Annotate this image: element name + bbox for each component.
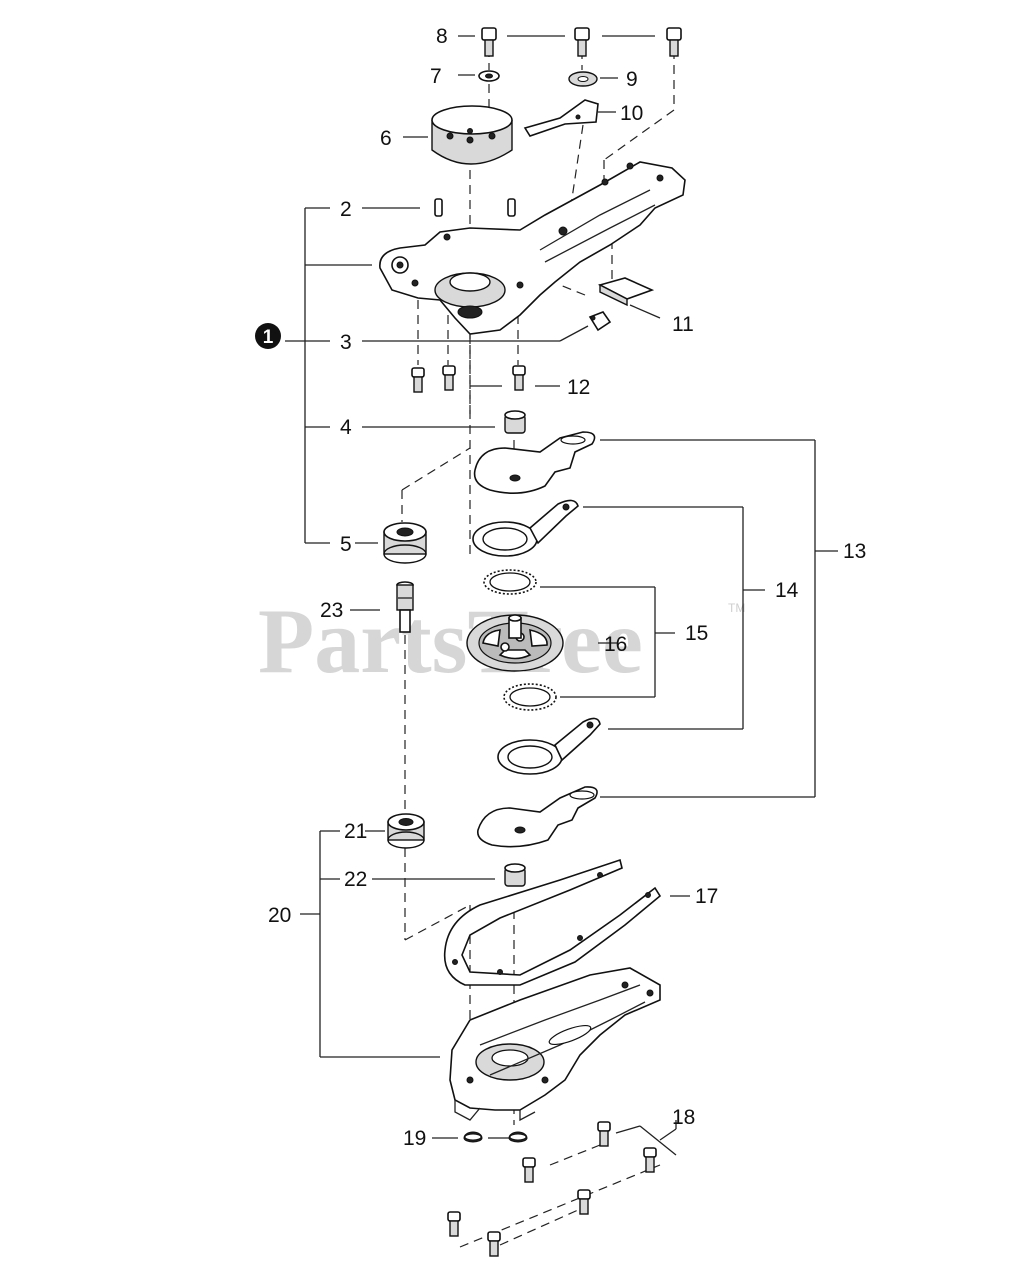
callout-1: 1	[255, 323, 281, 349]
guide-plate-upper-part-13[interactable]	[473, 431, 596, 494]
screw-part-18[interactable]	[447, 1121, 657, 1257]
gear-case-upper[interactable]	[379, 161, 686, 335]
callout-20: 20	[268, 904, 291, 927]
plug-part-19[interactable]	[463, 1131, 528, 1143]
needle-bearing-part-4[interactable]	[504, 410, 526, 434]
assembly-13-bracket	[600, 439, 838, 798]
plate-part-10[interactable]	[523, 99, 599, 137]
roller-cage-lower-part-15[interactable]	[503, 683, 557, 711]
callout-19: 19	[403, 1127, 426, 1150]
callout-3: 3	[340, 331, 352, 354]
grease-fitting-part-3[interactable]	[588, 311, 612, 332]
callout-2: 2	[340, 198, 352, 221]
callout-13: 13	[843, 540, 866, 563]
roller-cage-upper-part-15[interactable]	[483, 569, 537, 595]
guide-plate-lower-part-13[interactable]	[476, 786, 598, 848]
clutch-drum-part-6[interactable]	[431, 105, 513, 165]
screw-part-12[interactable]	[411, 365, 526, 393]
callout-17: 17	[695, 885, 718, 908]
callout-16: 16	[604, 633, 627, 656]
assembly-18-bracket	[615, 1120, 677, 1156]
gasket-part-17[interactable]	[443, 858, 662, 986]
callout-9: 9	[626, 68, 638, 91]
ball-bearing-part-21[interactable]	[387, 813, 425, 849]
needle-bearing-part-22[interactable]	[504, 863, 526, 887]
callout-14: 14	[775, 579, 799, 602]
gear-plate-part-16[interactable]	[466, 614, 564, 672]
bolt-part-8[interactable]	[481, 27, 682, 57]
pin-part-2[interactable]	[434, 198, 516, 217]
assembly-15-bracket	[540, 586, 675, 698]
link-ring-lower-part-14[interactable]	[497, 717, 601, 775]
assembly-1-bracket	[285, 207, 372, 544]
link-ring-upper-part-14[interactable]	[472, 499, 579, 557]
callout-23: 23	[320, 599, 343, 622]
callout-7: 7	[430, 65, 442, 88]
callout-4: 4	[340, 416, 352, 439]
leader-lines	[350, 35, 690, 1139]
callout-21: 21	[344, 820, 367, 843]
callout-5: 5	[340, 533, 352, 556]
callout-1-label: 1	[263, 327, 274, 348]
washer-part-9[interactable]	[568, 71, 598, 87]
gear-case-lower[interactable]	[449, 967, 661, 1122]
pad-part-11[interactable]	[597, 277, 655, 307]
shaft-part-23[interactable]	[396, 581, 414, 633]
callout-12: 12	[567, 376, 590, 399]
watermark-text: PartsTree	[258, 590, 643, 692]
assembly-14-bracket	[583, 506, 765, 730]
callout-11: 11	[672, 313, 694, 336]
callout-6: 6	[380, 127, 392, 150]
washer-part-7[interactable]	[478, 70, 500, 82]
callout-22: 22	[344, 868, 367, 891]
assembly-20-bracket	[300, 830, 440, 1058]
callout-10: 10	[620, 102, 643, 125]
callout-18: 18	[672, 1106, 695, 1129]
callout-8: 8	[436, 25, 448, 48]
watermark-trademark: TM	[728, 601, 745, 615]
ball-bearing-part-5[interactable]	[383, 522, 427, 564]
callout-15: 15	[685, 622, 708, 645]
